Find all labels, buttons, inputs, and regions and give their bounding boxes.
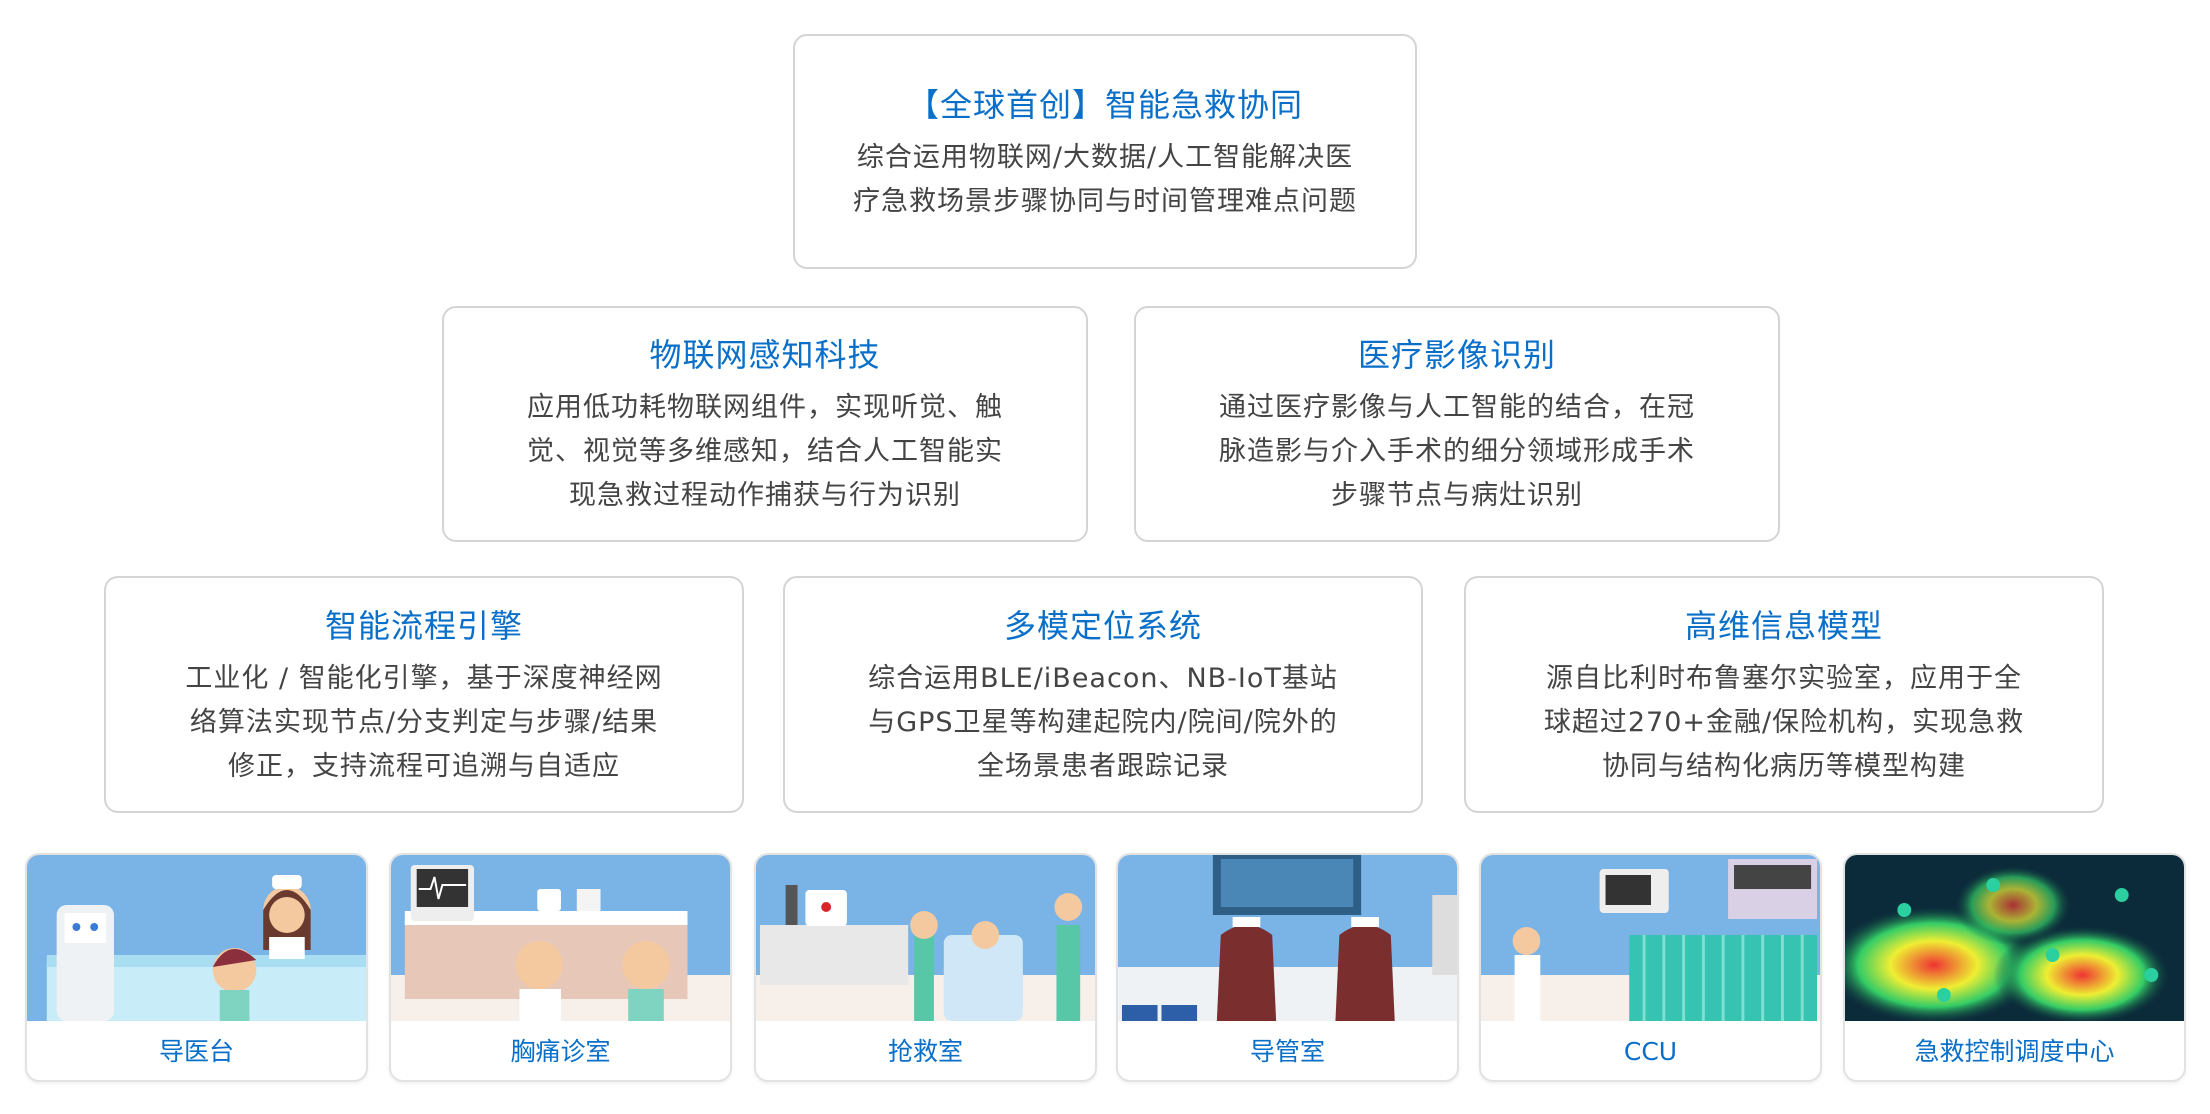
chest-pain-clinic-illustration bbox=[391, 855, 730, 1021]
scene-label: 导医台 bbox=[158, 1037, 234, 1066]
feature-desc: 应用低功耗物联网组件，实现听觉、触觉、视觉等多维感知，结合人工智能实现急救过程动… bbox=[527, 392, 1003, 511]
scene-label: CCU bbox=[1623, 1037, 1678, 1066]
feature-desc: 综合运用BLE/iBeacon、NB-IoT基站与GPS卫星等构建起院内/院间/… bbox=[868, 662, 1338, 782]
feature-title: 高维信息模型 bbox=[1684, 606, 1883, 645]
feature-title: 多模定位系统 bbox=[1003, 606, 1202, 645]
scene-card-cath-lab[interactable]: 导管室 bbox=[1116, 853, 1459, 1082]
scene-label: 导管室 bbox=[1249, 1037, 1325, 1066]
scene-card-ccu[interactable]: CCU bbox=[1479, 853, 1822, 1082]
scene-label: 急救控制调度中心 bbox=[1914, 1037, 2115, 1066]
top-feature-box: 【全球首创】智能急救协同 综合运用物联网/大数据/人工智能解决医疗急救场景步骤协… bbox=[793, 34, 1417, 269]
feature-iot: 物联网感知科技 应用低功耗物联网组件，实现听觉、触觉、视觉等多维感知，结合人工智… bbox=[442, 306, 1088, 542]
scene-label: 胸痛诊室 bbox=[510, 1037, 611, 1066]
top-feature-desc: 综合运用物联网/大数据/人工智能解决医疗急救场景步骤协同与时间管理难点问题 bbox=[853, 141, 1357, 217]
top-feature-title: 【全球首创】智能急救协同 bbox=[906, 85, 1303, 124]
feature-model: 高维信息模型 源自比利时布鲁塞尔实验室，应用于全球超过270+金融/保险机构，实… bbox=[1464, 576, 2104, 813]
feature-imaging: 医疗影像识别 通过医疗影像与人工智能的结合，在冠脉造影与介入手术的细分领域形成手… bbox=[1134, 306, 1780, 542]
feature-desc: 通过医疗影像与人工智能的结合，在冠脉造影与介入手术的细分领域形成手术步骤节点与病… bbox=[1219, 392, 1695, 511]
resuscitation-room-illustration bbox=[756, 855, 1095, 1021]
cath-lab-illustration bbox=[1118, 855, 1457, 1021]
ccu-illustration bbox=[1481, 855, 1820, 1021]
feature-desc: 源自比利时布鲁塞尔实验室，应用于全球超过270+金融/保险机构，实现急救协同与结… bbox=[1543, 662, 2025, 782]
feature-positioning: 多模定位系统 综合运用BLE/iBeacon、NB-IoT基站与GPS卫星等构建… bbox=[783, 576, 1423, 813]
guide-desk-illustration bbox=[27, 855, 366, 1021]
feature-title: 智能流程引擎 bbox=[324, 606, 523, 645]
feature-engine: 智能流程引擎 工业化 / 智能化引擎，基于深度神经网络算法实现节点/分支判定与步… bbox=[104, 576, 744, 813]
scene-card-dispatch-center[interactable]: 急救控制调度中心 bbox=[1843, 853, 2186, 1082]
scene-card-guide-desk[interactable]: 导医台 bbox=[25, 853, 368, 1082]
scene-card-resuscitation-room[interactable]: 抢救室 bbox=[754, 853, 1097, 1082]
feature-title: 物联网感知科技 bbox=[649, 336, 881, 374]
dispatch-center-heatmap bbox=[1845, 855, 2184, 1021]
scene-card-chest-pain-clinic[interactable]: 胸痛诊室 bbox=[389, 853, 732, 1082]
scene-label: 抢救室 bbox=[887, 1037, 963, 1066]
feature-title: 医疗影像识别 bbox=[1357, 336, 1556, 374]
feature-desc: 工业化 / 智能化引擎，基于深度神经网络算法实现节点/分支判定与步骤/结果修正，… bbox=[185, 662, 663, 782]
